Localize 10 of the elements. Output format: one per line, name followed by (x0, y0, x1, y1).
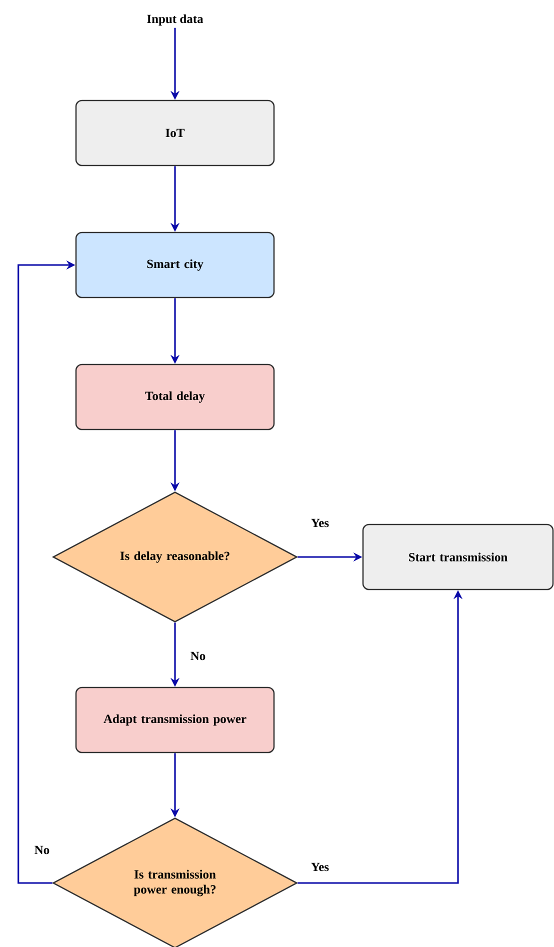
input-label: Input data (147, 14, 204, 26)
process-box: Adapt transmission power (75, 686, 275, 754)
process-box: Total delay (75, 364, 275, 430)
process-box: IoT (75, 100, 275, 166)
process-box: Smart city (75, 232, 275, 298)
process-box: Start transmission (362, 524, 554, 590)
edge-label: Yes (310, 518, 330, 528)
edge-label: Yes (310, 862, 330, 872)
edge-label: No (33, 844, 51, 856)
edge-label: No (189, 650, 207, 662)
